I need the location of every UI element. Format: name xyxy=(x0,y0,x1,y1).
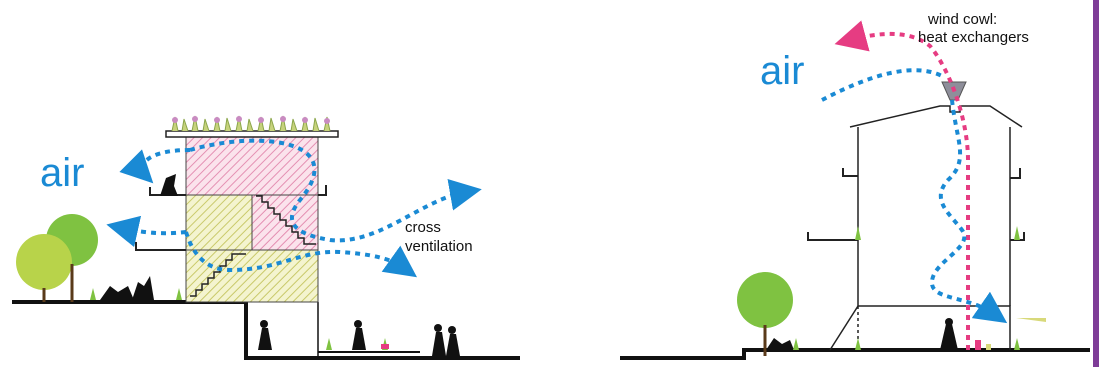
cross-ventilation-label-line2: ventilation xyxy=(405,238,473,255)
pink-stair-volume xyxy=(251,194,319,251)
air-label-left: air xyxy=(40,151,84,195)
air-flow-upper-loop xyxy=(119,148,191,184)
air-flow-upper-crossing xyxy=(189,138,482,243)
air-label-right: air xyxy=(760,49,804,93)
balcony-right xyxy=(318,185,327,196)
yellow-volume-mid xyxy=(185,194,253,251)
exhaust-flow-pink xyxy=(834,20,970,350)
intake-flow-blue-top xyxy=(821,68,943,102)
air-flow-lower-left xyxy=(106,215,187,248)
stair-upper xyxy=(256,195,316,245)
left-panel: air cross ventilation xyxy=(12,115,520,360)
people-silhouettes-right xyxy=(766,318,958,350)
cross-ventilation-label-line1: cross xyxy=(405,219,441,236)
pink-upper-volume xyxy=(185,136,319,196)
balcony-lower xyxy=(135,242,186,251)
right-panel: air wind cowl: heat exchangers xyxy=(620,11,1090,360)
wind-cowl-label-line1: wind cowl: xyxy=(927,11,997,28)
planters-left xyxy=(90,288,389,350)
wind-cowl-label-line2: heat exchangers xyxy=(918,29,1029,46)
edge-accent-bar xyxy=(1093,0,1099,367)
people-silhouettes-left xyxy=(100,174,460,356)
air-flow-lower-crossing xyxy=(184,231,418,278)
roof-slab xyxy=(165,130,339,138)
intake-flow-blue-down xyxy=(930,99,1008,324)
air-flow-arrows-left xyxy=(106,138,482,278)
ground-line-left xyxy=(12,300,520,360)
stair-lower xyxy=(190,253,246,297)
green-roof-plants xyxy=(171,115,331,132)
right-balconies xyxy=(807,168,1025,241)
right-building-outline xyxy=(829,105,1023,351)
air-flow-arrows-right xyxy=(821,20,1008,350)
tree-right xyxy=(737,272,793,356)
ground-line-right xyxy=(620,348,1090,360)
planters-right xyxy=(793,226,1046,350)
tree-cluster-left xyxy=(16,214,98,302)
